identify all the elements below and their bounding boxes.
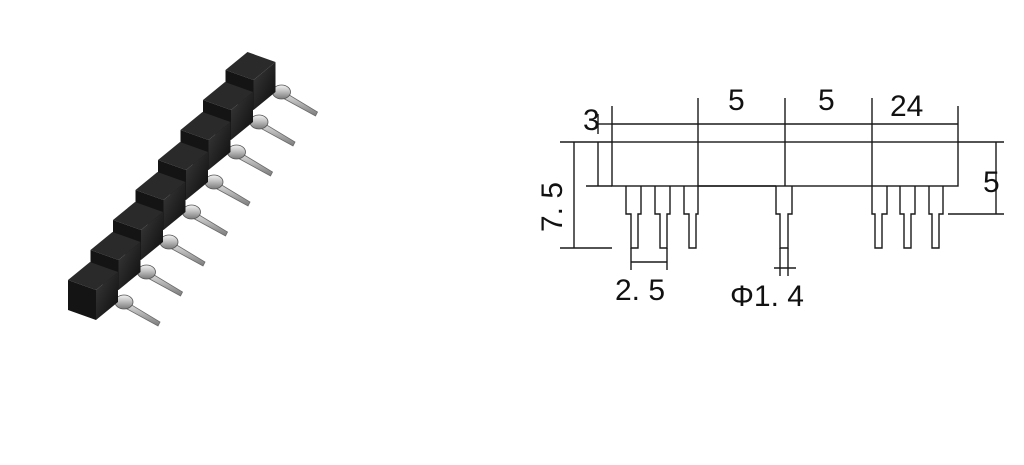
socket-body-top <box>225 52 276 80</box>
socket-body-top <box>203 82 253 110</box>
pin-left-1 <box>625 186 642 249</box>
socket-body-side <box>186 152 208 200</box>
socket-photo <box>68 52 319 327</box>
pin-left-3 <box>683 186 699 249</box>
dim-top-mid2: 5 <box>818 84 835 117</box>
pin-right-1 <box>871 186 888 249</box>
socket-body-top <box>90 232 141 260</box>
socket-body-top <box>68 262 118 290</box>
socket-body-top <box>135 172 186 200</box>
socket-cell <box>68 262 161 327</box>
pin-right-2 <box>899 186 916 249</box>
dimension-labels: 3 5 5 24 7. 5 5 2. 5 Φ1. 4 <box>536 84 1000 313</box>
pin-left-2 <box>654 186 671 249</box>
socket-body-top <box>158 142 208 170</box>
dim-right-height: 5 <box>983 166 1000 199</box>
socket-body-side <box>118 242 141 290</box>
socket-body-top <box>113 202 163 230</box>
socket-body-front <box>68 280 96 320</box>
dim-top-mid1: 5 <box>728 84 745 117</box>
dim-pin-diameter: Φ1. 4 <box>730 280 804 313</box>
pin-right-3 <box>928 186 944 249</box>
dim-top-right: 24 <box>890 90 923 123</box>
dimension-drawing <box>560 98 1004 276</box>
socket-body-top <box>180 112 231 140</box>
socket-body-side <box>163 182 186 230</box>
socket-body-side <box>231 92 253 140</box>
body-outline <box>611 141 959 187</box>
socket-body-side <box>253 62 276 110</box>
dim-pitch: 2. 5 <box>615 274 665 307</box>
dim-top-left: 3 <box>583 104 600 137</box>
socket-body-side <box>208 122 231 170</box>
socket-body-side <box>96 272 118 320</box>
pin-mid <box>775 186 793 249</box>
dim-left-height: 7. 5 <box>536 182 569 232</box>
socket-body-side <box>141 212 163 260</box>
